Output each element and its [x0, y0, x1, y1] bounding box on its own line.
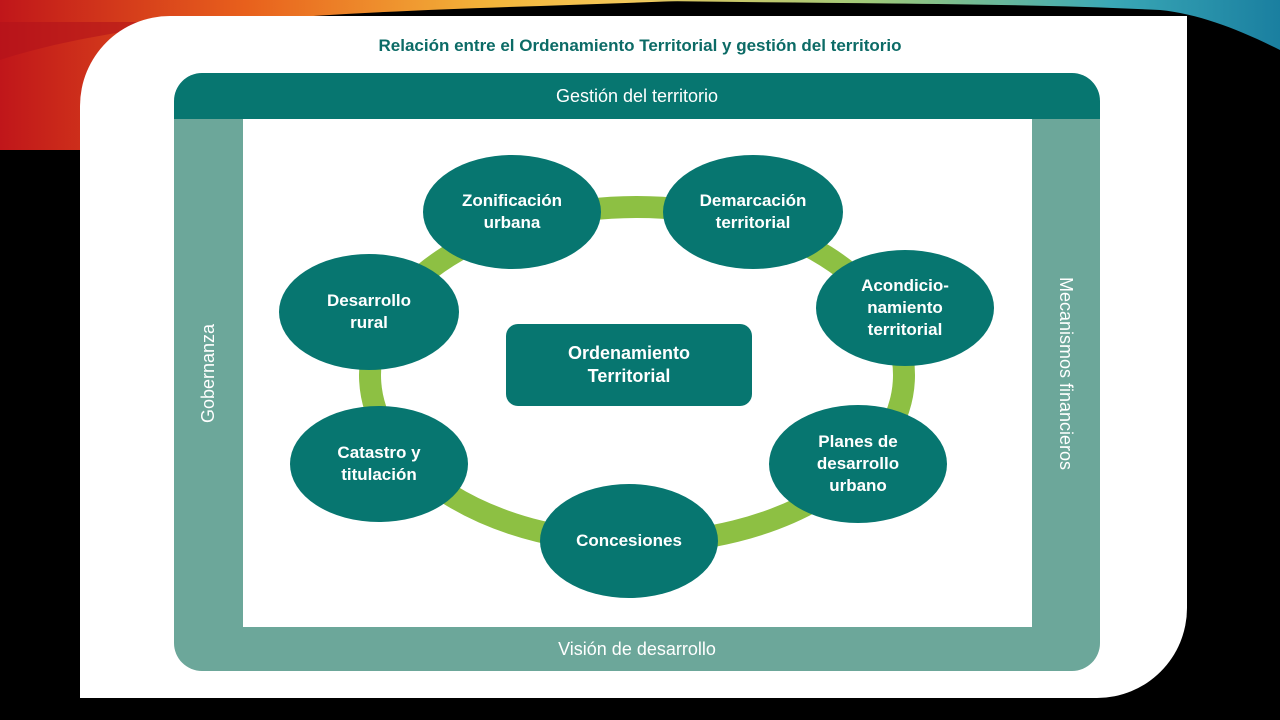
node-planes-desarrollo-urbano: Planes de desarrollo urbano [769, 405, 947, 523]
frame-bottom-vision: Visión de desarrollo [174, 627, 1100, 671]
diagram-title: Relación entre el Ordenamiento Territori… [378, 36, 902, 55]
center-ordenamiento-territorial: Ordenamiento Territorial [506, 324, 752, 406]
frame-bottom-label: Visión de desarrollo [558, 638, 716, 659]
frame-top-gestion: Gestión del territorio [174, 73, 1100, 119]
node-demarcacion-territorial: Demarcación territorial [663, 155, 843, 269]
frame-left-gobernanza: Gobernanza [174, 119, 243, 627]
node-desarrollo-rural: Desarrollo rural [279, 254, 459, 370]
frame-top-label: Gestión del territorio [555, 85, 719, 106]
node-acondicionamiento-territorial: Acondicio- namiento territorial [816, 250, 994, 366]
node-catastro-titulacion: Catastro y titulación [290, 406, 468, 522]
node-zonificacion-urbana: Zonificación urbana [423, 155, 601, 269]
node-concesiones: Concesiones [540, 484, 718, 598]
frame-right-mecanismos: Mecanismos financieros [1032, 119, 1100, 627]
